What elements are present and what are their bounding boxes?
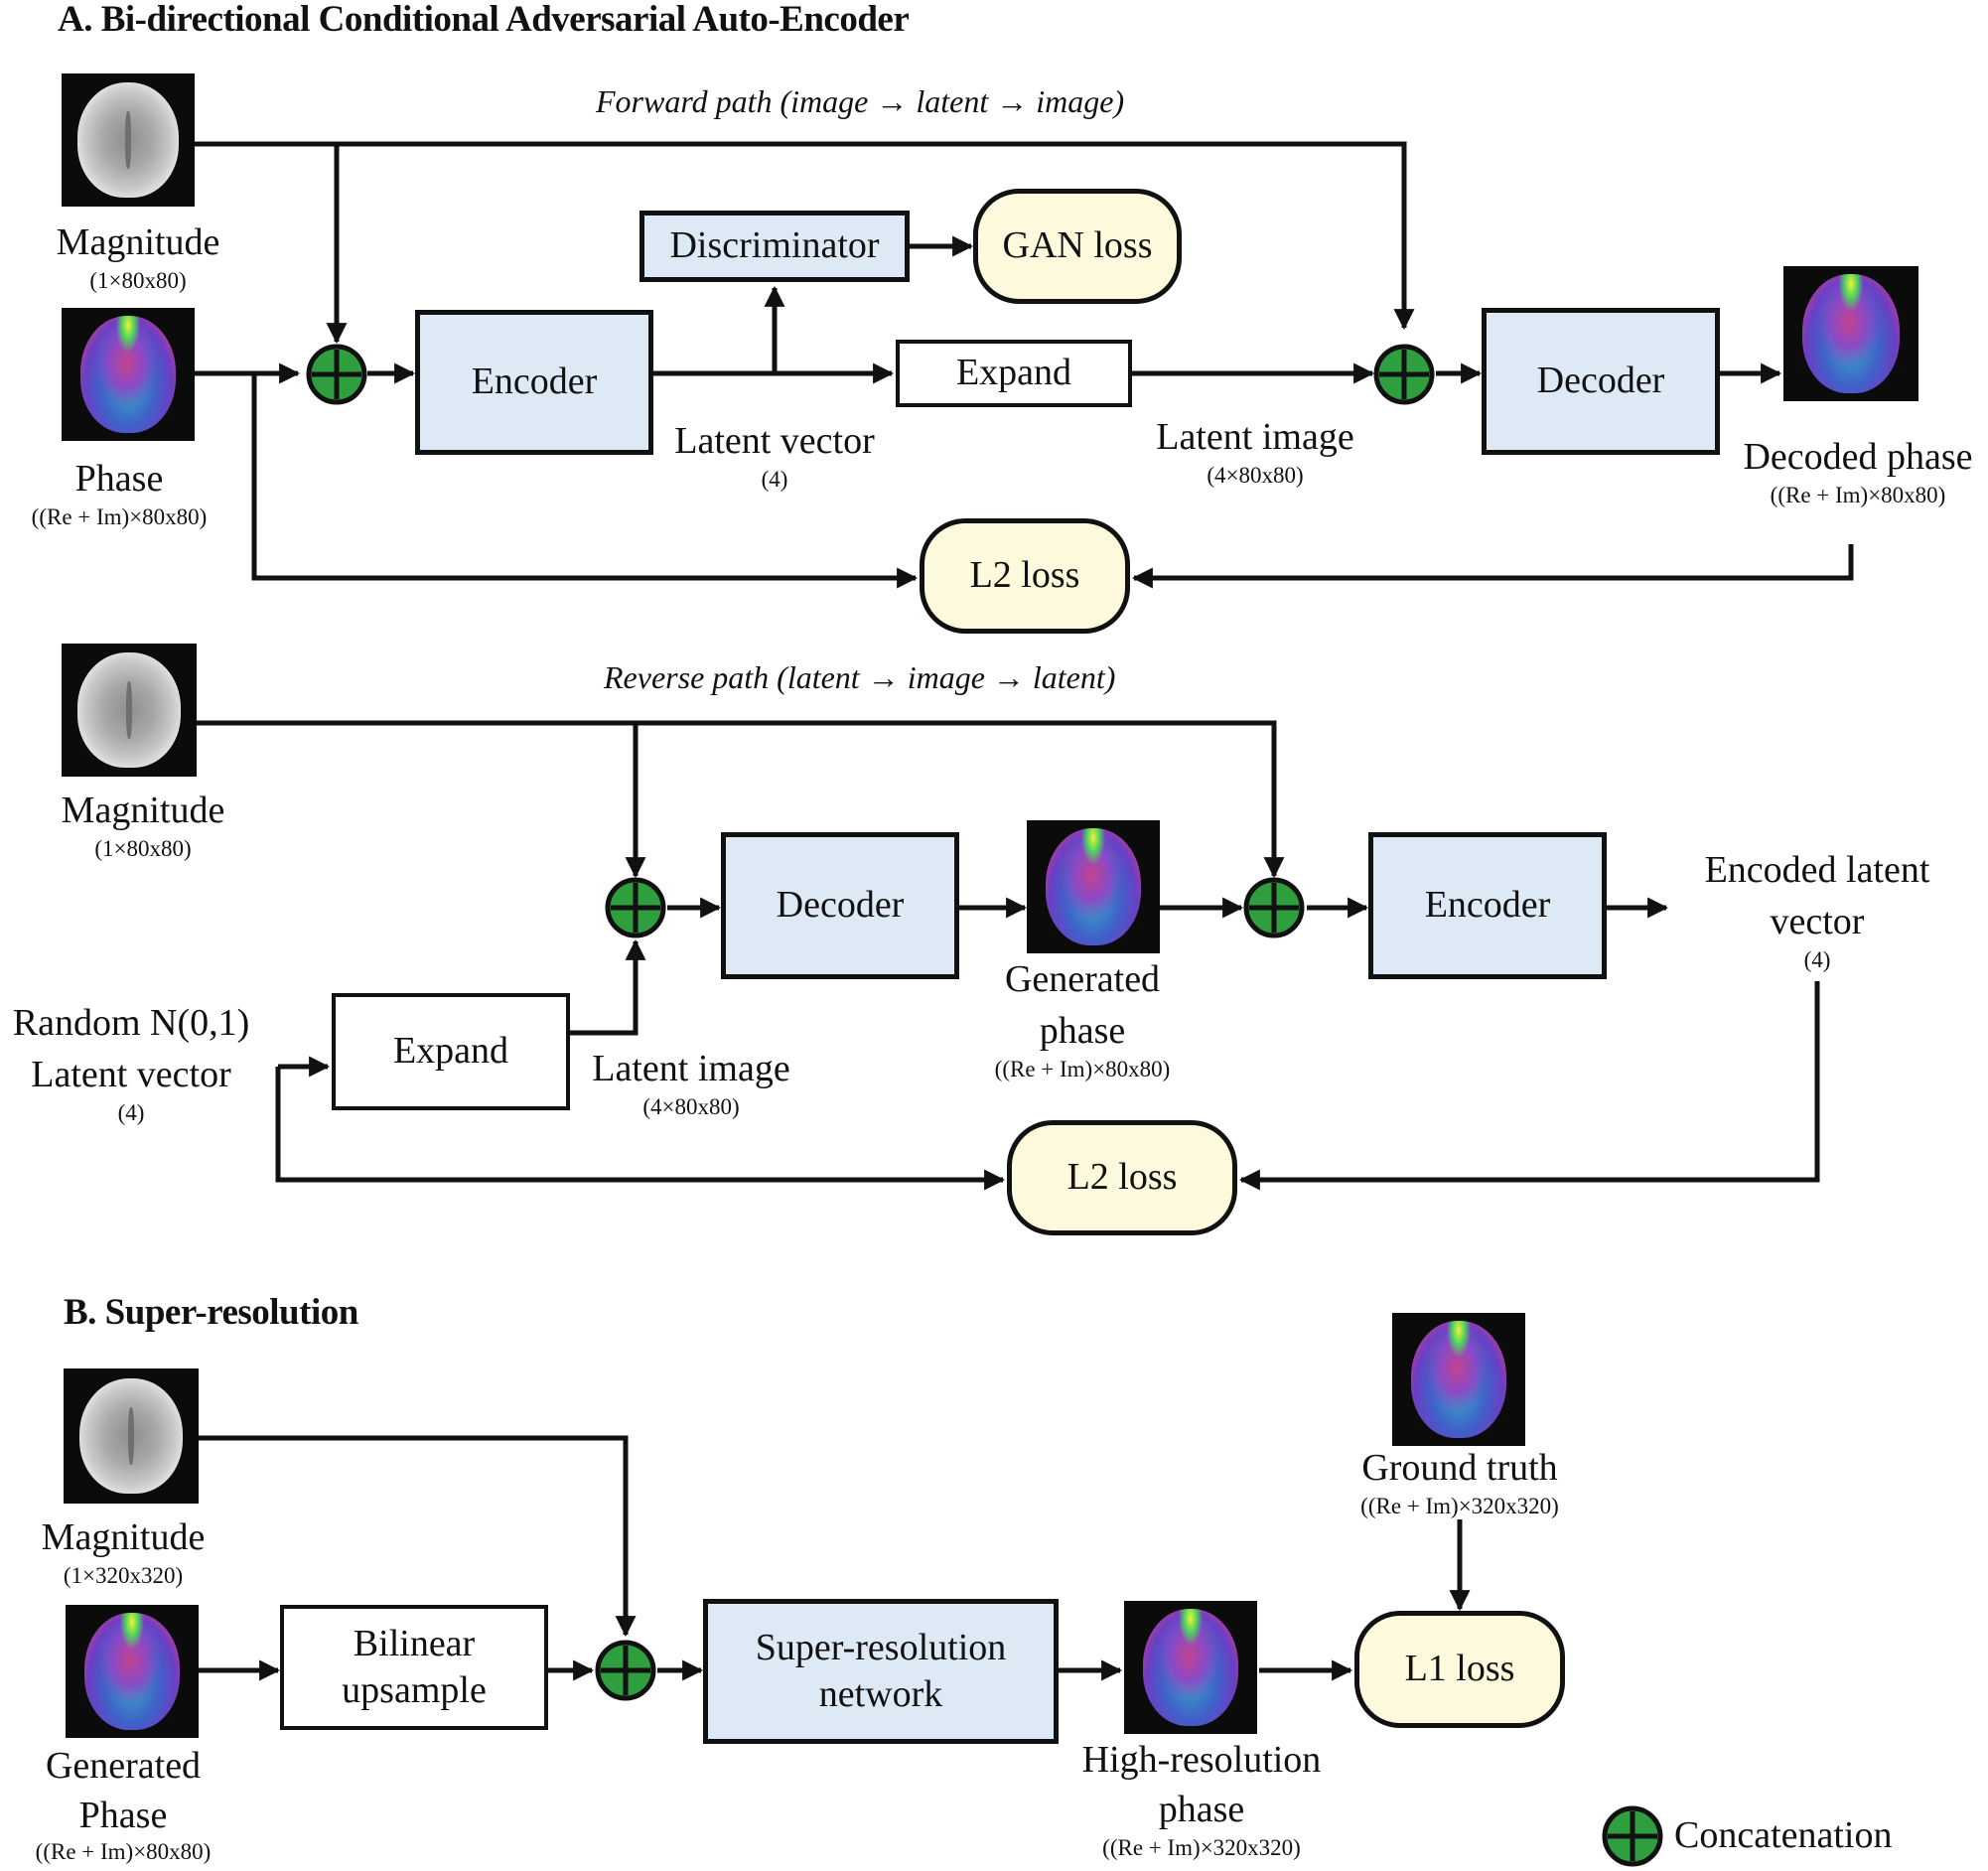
reverse-encoder-box: Encoder [1368,832,1607,979]
generated-phase-line1: Generated [1004,958,1161,1000]
random-latent-dim: (4) [117,1100,145,1125]
bilinear-line2: upsample [342,1669,487,1711]
sr-generated-phase-line1: Generated [45,1745,202,1787]
forward-decoder-box: Decoder [1482,308,1720,455]
generated-phase-image [1027,820,1160,953]
concat-icon [595,1640,656,1701]
fwd-decoded-to-l2 [1131,544,1854,589]
reverse-magnitude-dim: (1×80x80) [94,836,192,861]
reverse-magnitude-label: Magnitude [61,790,225,831]
decoded-phase-label: Decoded phase [1743,436,1973,478]
sr-magnitude-label: Magnitude [41,1516,206,1558]
random-latent-line1: Random N(0,1) [12,1002,250,1044]
ground-truth-label: Ground truth [1361,1447,1558,1489]
forward-magnitude-image [62,73,195,207]
sr-magnitude-image [64,1368,199,1504]
forward-latent-image-dim: (4×80x80) [1207,463,1304,488]
reverse-l2-loss-box: L2 loss [1007,1120,1237,1235]
decoded-phase-dim: ((Re + Im)×80x80) [1770,483,1946,507]
ground-truth-dim: ((Re + Im)×320x320) [1360,1494,1559,1518]
reverse-latent-image-dim: (4×80x80) [642,1094,740,1119]
legend-concatenation-label: Concatenation [1674,1814,1893,1856]
fwd-phase-to-l2 [251,373,919,589]
forward-phase-dim: ((Re + Im)×80x80) [31,504,208,529]
concat-icon [605,877,666,938]
discriminator-box: Discriminator [639,211,910,282]
hr-phase-image [1124,1601,1257,1734]
rev-mag-top-line [195,720,1285,879]
hr-phase-line1: High-resolution [1081,1739,1322,1781]
rev-encoded-to-l2 [1238,981,1820,1191]
concat-icon [306,344,367,405]
section-a-title: A. Bi-directional Conditional Adversaria… [58,0,910,40]
sr-generated-phase-image [66,1605,199,1738]
random-latent-line2: Latent vector [31,1054,231,1095]
generated-phase-dim: ((Re + Im)×80x80) [994,1057,1171,1081]
forward-phase-label: Phase [74,458,164,500]
decoded-phase-image [1783,266,1918,401]
section-b-title: B. Super-resolution [64,1292,358,1333]
hr-phase-line2: phase [1158,1789,1245,1830]
legend-concat-icon [1602,1805,1663,1867]
reverse-expand-box: Expand [332,993,570,1110]
bilinear-line1: Bilinear [353,1622,476,1664]
encoded-latent-line1: Encoded latent [1704,849,1930,891]
forward-encoder-box: Encoder [415,310,653,455]
forward-phase-image [62,308,195,441]
concat-icon [1373,344,1435,405]
reverse-decoder-box: Decoder [721,832,959,979]
forward-magnitude-label: Magnitude [56,221,220,263]
forward-magnitude-dim: (1×80x80) [89,268,187,293]
fwd-mag-top-line [195,141,1415,331]
ground-truth-image [1392,1313,1525,1446]
reverse-latent-image-label: Latent image [592,1048,790,1089]
bilinear-upsample-box: Bilinear upsample [280,1605,548,1730]
l1-loss-box: L1 loss [1354,1611,1565,1728]
reverse-path-label: Reverse path (latent → image → latent) [604,659,1116,695]
sr-network-line1: Super-resolution [755,1626,1007,1668]
hr-phase-dim: ((Re + Im)×320x320) [1102,1835,1301,1860]
encoded-latent-line2: vector [1770,901,1865,942]
sr-mag-line [199,1435,637,1638]
rev-random-to-l2 [275,1067,1006,1191]
reverse-magnitude-image [62,644,197,777]
concat-icon [1243,877,1305,938]
generated-phase-line2: phase [1039,1010,1126,1052]
forward-latent-vector-dim: (4) [761,467,788,492]
forward-l2-loss-box: L2 loss [920,518,1130,634]
forward-path-label: Forward path (image → latent → image) [596,83,1125,119]
sr-network-line2: network [818,1673,943,1715]
forward-latent-vector-label: Latent vector [674,420,875,462]
forward-expand-box: Expand [896,340,1132,407]
forward-latent-image-label: Latent image [1156,416,1354,458]
rev-expand-to-concat1 [566,938,646,1036]
sr-generated-phase-line2: Phase [78,1795,168,1836]
gan-loss-box: GAN loss [973,189,1182,304]
sr-magnitude-dim: (1×320x320) [63,1563,184,1588]
encoded-latent-dim: (4) [1803,947,1831,972]
sr-network-box: Super-resolution network [703,1599,1059,1744]
sr-generated-phase-dim: ((Re + Im)×80x80) [35,1839,212,1864]
